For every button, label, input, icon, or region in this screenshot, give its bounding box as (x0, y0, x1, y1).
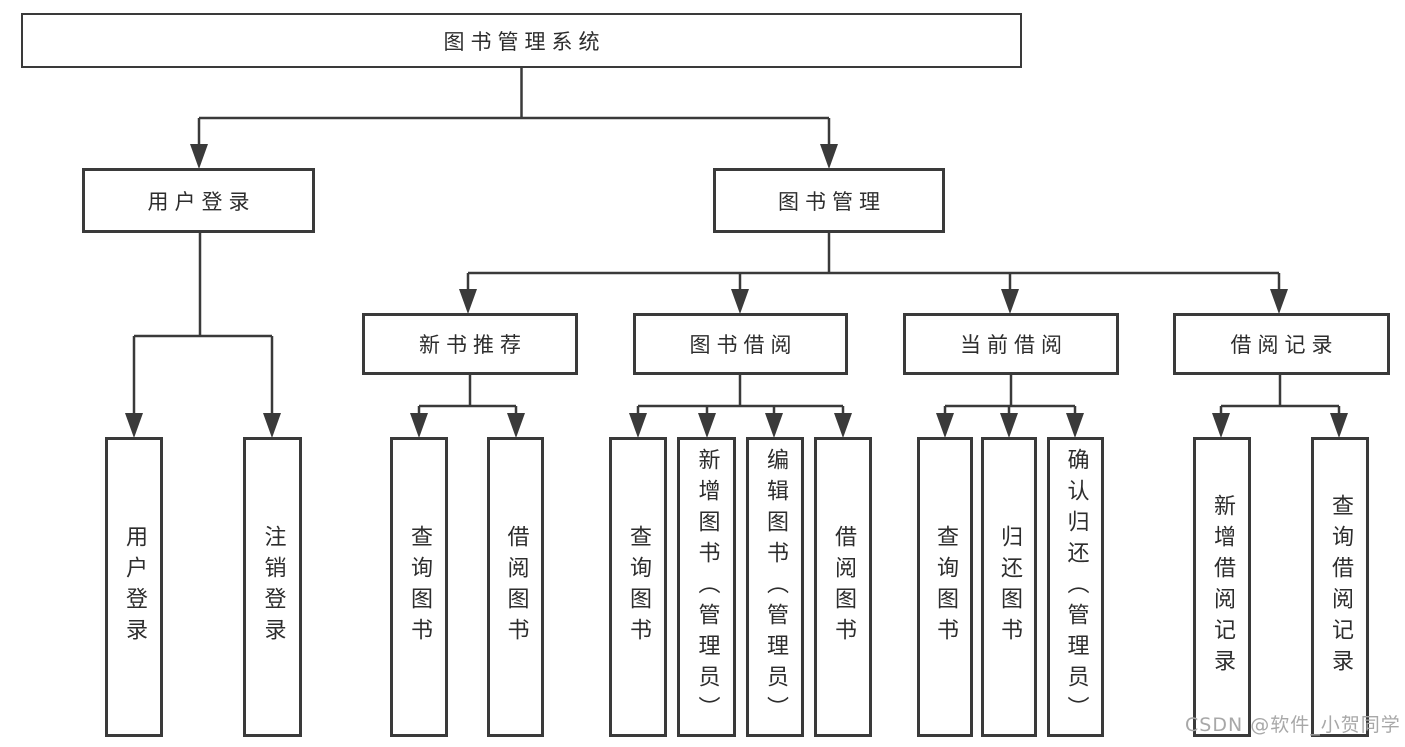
node-book-management-module-label: 图书管理 (778, 189, 886, 214)
leaf-borrow-query-book: 查询图书 (609, 437, 667, 737)
leaf-borrow-edit-book-admin-label: 编辑图书（管理员） (763, 447, 788, 727)
arrowheads (125, 144, 1348, 438)
node-book-borrow-label: 图书借阅 (689, 333, 798, 357)
node-borrow-record: 借阅记录 (1173, 313, 1390, 375)
leaf-user-login-label: 用户登录 (122, 525, 147, 649)
leaf-borrow-query-book-label: 查询图书 (626, 525, 651, 649)
csdn-watermark: CSDN @软件_小贺同学 (1185, 714, 1401, 736)
node-book-management-module: 图书管理 (713, 168, 945, 233)
leaf-logout-label: 注销登录 (260, 525, 286, 649)
node-root-system: 图书管理系统 (21, 13, 1022, 68)
node-borrow-record-label: 借阅记录 (1230, 333, 1339, 357)
node-user-login-module: 用户登录 (82, 168, 315, 233)
node-current-borrow-label: 当前借阅 (960, 333, 1068, 357)
leaf-current-query-book-label: 查询图书 (933, 525, 958, 649)
leaf-current-confirm-return-admin-label: 确认归还（管理员） (1063, 447, 1089, 727)
leaf-recommend-query-book-label: 查询图书 (407, 525, 432, 649)
leaf-borrow-borrow-book-label: 借阅图书 (831, 525, 856, 649)
leaf-borrow-add-book-admin-label: 新增图书（管理员） (694, 447, 720, 727)
leaf-current-return-book-label: 归还图书 (997, 525, 1022, 649)
leaf-current-return-book: 归还图书 (981, 437, 1037, 737)
leaf-current-query-book: 查询图书 (917, 437, 973, 737)
leaf-record-add: 新增借阅记录 (1193, 437, 1251, 737)
node-new-book-recommend-label: 新书推荐 (419, 333, 527, 357)
node-user-login-module-label: 用户登录 (147, 189, 256, 214)
leaf-record-query-label: 查询借阅记录 (1328, 494, 1353, 680)
leaf-logout: 注销登录 (243, 437, 302, 737)
leaf-current-confirm-return-admin: 确认归还（管理员） (1047, 437, 1104, 737)
leaf-borrow-borrow-book: 借阅图书 (814, 437, 872, 737)
node-root-system-label: 图书管理系统 (443, 29, 606, 54)
leaf-recommend-borrow-book-label: 借阅图书 (503, 525, 529, 649)
leaf-record-query: 查询借阅记录 (1311, 437, 1369, 737)
node-current-borrow: 当前借阅 (903, 313, 1119, 375)
node-new-book-recommend: 新书推荐 (362, 313, 578, 375)
leaf-user-login: 用户登录 (105, 437, 163, 737)
leaf-recommend-borrow-book: 借阅图书 (487, 437, 544, 737)
leaf-borrow-edit-book-admin: 编辑图书（管理员） (746, 437, 804, 737)
leaf-recommend-query-book: 查询图书 (390, 437, 448, 737)
leaf-borrow-add-book-admin: 新增图书（管理员） (677, 437, 736, 737)
leaf-record-add-label: 新增借阅记录 (1210, 494, 1235, 680)
node-book-borrow: 图书借阅 (633, 313, 848, 375)
